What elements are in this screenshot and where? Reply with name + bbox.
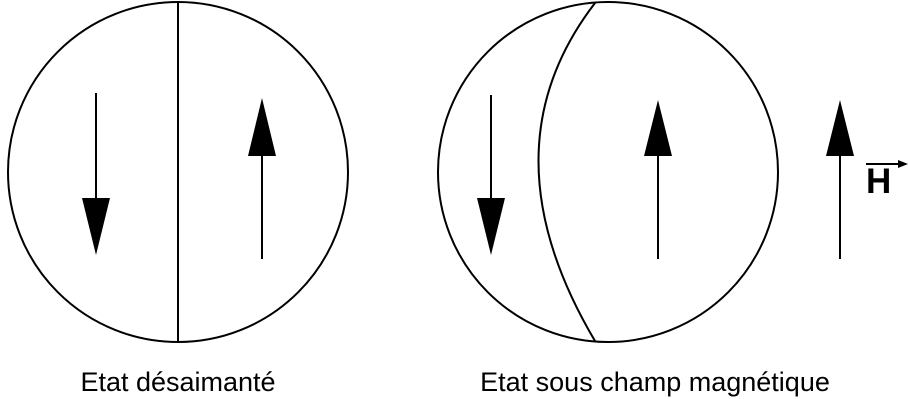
majority-domain-up-arrow xyxy=(644,100,672,259)
left-domain-down-arrow xyxy=(82,93,110,255)
minority-domain-down-arrow xyxy=(477,95,505,255)
demagnetized-grain xyxy=(8,2,348,342)
caption-demagnetized: Etat désaimanté xyxy=(80,369,275,396)
right-domain-up-arrow xyxy=(248,98,276,259)
caption-under-field: Etat sous champ magnétique xyxy=(480,369,830,396)
field-symbol: H xyxy=(862,160,908,200)
right-domain-wall xyxy=(539,3,596,341)
field-symbol-letter: H xyxy=(866,164,891,199)
magnetized-grain xyxy=(438,2,778,342)
field-arrow xyxy=(826,100,854,259)
right-grain-circle xyxy=(438,2,778,342)
